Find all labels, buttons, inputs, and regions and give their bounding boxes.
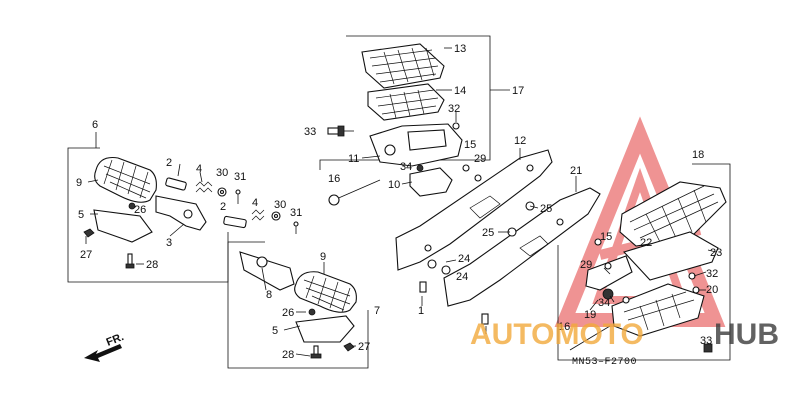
callout-20: 20 bbox=[706, 284, 718, 296]
callout-13: 13 bbox=[454, 43, 466, 55]
right-footpeg-assembly bbox=[223, 209, 357, 359]
callout-5b: 5 bbox=[272, 325, 278, 337]
group-box-18 bbox=[557, 163, 731, 361]
figure-code: MN53–F2700 bbox=[572, 357, 637, 368]
floorboard-assembly bbox=[327, 43, 482, 206]
left-footpeg-assembly bbox=[83, 156, 241, 269]
callout-27b: 27 bbox=[358, 341, 370, 353]
callout-26b: 26 bbox=[282, 307, 294, 319]
callout-25: 25 bbox=[540, 203, 552, 215]
group-box-7 bbox=[227, 241, 369, 369]
callout-25b: 25 bbox=[482, 227, 494, 239]
callout-12: 12 bbox=[514, 135, 526, 147]
callout-15: 15 bbox=[464, 139, 476, 151]
callout-7: 7 bbox=[374, 305, 380, 317]
callout-30: 30 bbox=[216, 167, 228, 179]
front-arrow-label: FR. bbox=[105, 331, 126, 349]
callout-34: 34 bbox=[400, 161, 412, 173]
callout-8: 8 bbox=[266, 289, 272, 301]
callout-5: 5 bbox=[78, 209, 84, 221]
callout-19: 19 bbox=[584, 309, 596, 321]
callout-16b: 16 bbox=[558, 321, 570, 333]
callout-3: 3 bbox=[166, 237, 172, 249]
callout-30b: 30 bbox=[274, 199, 286, 211]
callout-15b: 15 bbox=[600, 231, 612, 243]
callout-22: 22 bbox=[640, 237, 652, 249]
callout-32b: 32 bbox=[706, 268, 718, 280]
callout-numbers: 6 2 4 30 31 9 26 5 3 27 28 2 4 30 31 9 8… bbox=[76, 43, 722, 361]
callout-33: 33 bbox=[304, 126, 316, 138]
callout-4b: 4 bbox=[252, 197, 258, 209]
callout-31b: 31 bbox=[290, 207, 302, 219]
callout-9b: 9 bbox=[320, 251, 326, 263]
callout-1: 1 bbox=[418, 305, 424, 317]
callout-10: 10 bbox=[388, 179, 400, 191]
watermark-text: AUTOMOTO HUB bbox=[470, 318, 779, 351]
callout-6: 6 bbox=[92, 119, 98, 131]
callout-27: 27 bbox=[80, 249, 92, 261]
callout-21: 21 bbox=[570, 165, 582, 177]
callout-24b: 24 bbox=[456, 271, 468, 283]
callout-4: 4 bbox=[196, 163, 202, 175]
callout-18: 18 bbox=[692, 149, 704, 161]
callout-11: 11 bbox=[348, 153, 359, 165]
leader-lines bbox=[85, 47, 717, 357]
callout-14: 14 bbox=[454, 85, 466, 97]
callout-23: 23 bbox=[710, 247, 722, 259]
callout-32: 32 bbox=[448, 103, 460, 115]
callout-24: 24 bbox=[458, 253, 470, 265]
callout-26: 26 bbox=[134, 204, 146, 216]
floorboard-assembly-18 bbox=[569, 181, 727, 353]
front-arrow-icon: FR. bbox=[84, 331, 126, 362]
watermark-brand-part2: HUB bbox=[714, 318, 779, 351]
callout-17: 17 bbox=[512, 85, 524, 97]
watermark-brand-part1: AUTOMOTO bbox=[470, 318, 644, 351]
callout-28: 28 bbox=[146, 259, 158, 271]
callout-34b: 34 bbox=[598, 297, 610, 309]
callout-2b: 2 bbox=[220, 201, 226, 213]
callout-2: 2 bbox=[166, 157, 172, 169]
group-box-17 bbox=[319, 35, 491, 170]
callout-28b: 28 bbox=[282, 349, 294, 361]
callout-16: 16 bbox=[328, 173, 340, 185]
callout-29b: 29 bbox=[580, 259, 592, 271]
callout-9: 9 bbox=[76, 177, 82, 189]
callout-33b: 33 bbox=[700, 335, 712, 347]
callout-31: 31 bbox=[234, 171, 246, 183]
side-cover-12 bbox=[395, 149, 553, 271]
callout-29: 29 bbox=[474, 153, 486, 165]
